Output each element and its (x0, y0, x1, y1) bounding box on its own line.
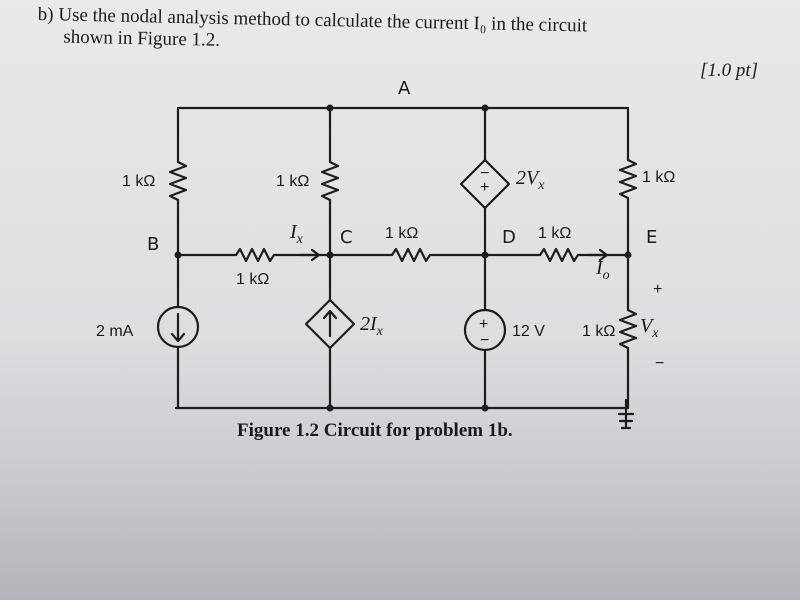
points-label: [1.0 pt] (700, 60, 759, 81)
vx-minus: − (655, 355, 664, 372)
left-resistor (168, 160, 188, 202)
node-label-c: C (340, 227, 353, 248)
current-source-2ma (156, 305, 200, 349)
node-label-b: B (147, 234, 159, 255)
voltage-source-12v (463, 308, 507, 352)
v12-minus: − (480, 332, 489, 349)
node-label-e: E (646, 227, 657, 248)
label-middle-vertical-resistor: 1 kΩ (276, 173, 309, 190)
middle-vertical-resistor (320, 160, 340, 202)
label-ix: Ix (289, 221, 304, 247)
resistor-d-e (538, 247, 580, 263)
v12-plus: + (479, 316, 488, 333)
label-bottom-right-resistor: 1 kΩ (582, 323, 615, 340)
ground-scribble (617, 398, 635, 430)
dependent-voltage-source (459, 158, 511, 210)
node-label-a: A (398, 78, 411, 99)
label-voltage-source: 12 V (512, 323, 545, 340)
label-resistor-c-d: 1 kΩ (385, 225, 418, 242)
label-current-source: 2 mA (96, 323, 134, 340)
bottom-right-resistor (618, 308, 638, 350)
label-io: Io (595, 257, 610, 283)
label-dependent-voltage: 2Vx (516, 167, 545, 193)
dependent-current-source (304, 298, 356, 350)
right-vertical-resistor (618, 158, 638, 200)
dep-voltage-minus: − (480, 165, 489, 182)
label-vx: Vx (640, 315, 659, 341)
node-label-d: D (502, 227, 516, 248)
dep-voltage-plus: + (480, 179, 489, 196)
resistor-c-d (390, 247, 432, 263)
label-resistor-d-e: 1 kΩ (538, 225, 571, 242)
label-resistor-b-c: 1 kΩ (236, 271, 269, 288)
figure-caption: Figure 1.2 Circuit for problem 1b. (237, 420, 513, 441)
resistor-b-c (234, 247, 276, 263)
label-right-vertical-resistor: 1 kΩ (642, 169, 675, 186)
vx-plus: + (653, 281, 662, 298)
label-dependent-current: 2Ix (360, 313, 384, 339)
label-left-vertical-resistor: 1 kΩ (122, 173, 155, 190)
